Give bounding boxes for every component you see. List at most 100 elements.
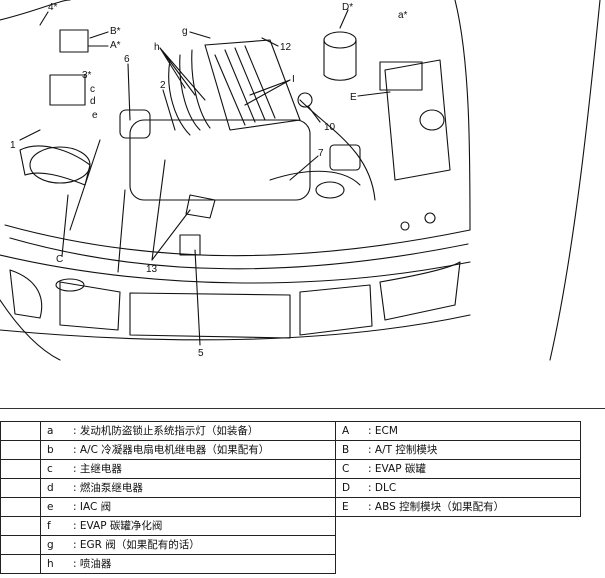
grille-mid-right <box>299 284 373 336</box>
right-body-edge <box>549 0 601 361</box>
legend-text: DLC <box>374 482 397 494</box>
stub-cell <box>0 478 41 498</box>
empty-cell <box>335 535 581 555</box>
stub-cell <box>0 516 41 536</box>
hose-left <box>69 139 101 231</box>
legend-key: b <box>47 444 54 456</box>
coolant-reservoir <box>384 59 451 181</box>
label-13: 13 <box>146 264 158 275</box>
leader-13 <box>151 159 191 261</box>
hose-lower <box>269 170 361 186</box>
cylinder-head <box>204 39 301 131</box>
oil-filler <box>315 181 345 199</box>
empty-cell <box>335 516 581 536</box>
leader-D <box>339 9 349 29</box>
grille-mid-left <box>59 281 121 331</box>
label-10: 10 <box>324 122 336 133</box>
stub-cell <box>0 440 41 460</box>
ecm-box <box>59 29 89 53</box>
stub-cell <box>0 554 41 574</box>
label-I: I <box>292 74 295 85</box>
empty-cell <box>335 554 581 574</box>
sensor-lower-left <box>55 278 85 292</box>
label-B: B* <box>110 26 121 37</box>
table-row: e: IAC 阀 E: ABS 控制模块（如果配有） <box>0 497 581 517</box>
leader-7 <box>289 155 319 181</box>
table-row: b: A/C 冷凝器电扇电机继电器（如果配有） B: A/T 控制模块 <box>0 440 581 460</box>
component-7 <box>329 144 361 171</box>
engine-bay-diagram: 4* B* A* g D* a* h 12 3* 6 c d e 2 I E 1… <box>0 0 601 361</box>
evap-canister <box>323 39 357 81</box>
air-cleaner <box>29 146 91 184</box>
label-D: D* <box>342 2 353 13</box>
hose-right <box>299 99 376 201</box>
leader-g <box>189 31 211 39</box>
label-A: A* <box>110 40 121 51</box>
grille-center <box>129 292 291 339</box>
left-body-edge <box>0 299 61 361</box>
label-E: E <box>350 92 357 103</box>
table-row: d: 燃油泵继电器 D: DLC <box>0 478 581 498</box>
legend-item: e: IAC 阀 <box>40 497 336 517</box>
legend-item: b: A/C 冷凝器电扇电机继电器（如果配有） <box>40 440 336 460</box>
legend-text: ABS 控制模块（如果配有） <box>374 501 505 513</box>
legend-text: ECM <box>374 425 398 437</box>
legend-item: d: 燃油泵继电器 <box>40 478 336 498</box>
label-c: c <box>90 84 95 95</box>
evap-canister-top <box>323 31 357 49</box>
leader-I <box>244 79 291 106</box>
legend-item: C: EVAP 碳罐 <box>335 459 581 479</box>
intake-runners <box>168 49 211 136</box>
right-fender-line <box>454 0 471 231</box>
front-crossmember-inner <box>9 237 469 270</box>
label-1: 1 <box>10 140 16 151</box>
legend-key: D <box>342 482 351 494</box>
leader-12 <box>261 37 279 47</box>
label-12: 12 <box>280 42 292 53</box>
legend-item: c: 主继电器 <box>40 459 336 479</box>
grille-left <box>9 269 43 319</box>
legend-item: f: EVAP 碳罐净化阀 <box>40 516 336 536</box>
engine-block <box>129 119 311 201</box>
sensor-5 <box>179 234 201 256</box>
legend-key: A <box>342 425 350 437</box>
stub-cell <box>0 421 41 441</box>
legend-item: g: EGR 阀（如果配有的话） <box>40 535 336 555</box>
stub-cell <box>0 459 41 479</box>
leader-B <box>89 31 109 39</box>
legend-key: f <box>47 520 51 532</box>
legend-item: B: A/T 控制模块 <box>335 440 581 460</box>
label-C: C <box>56 254 63 265</box>
bolt-right-2 <box>400 221 410 231</box>
table-row: a: 发动机防盗锁止系统指示灯（如装备） A: ECM <box>0 421 581 441</box>
stub-cell <box>0 535 41 555</box>
legend-item: E: ABS 控制模块（如果配有） <box>335 497 581 517</box>
legend-text: 发动机防盗锁止系统指示灯（如装备） <box>79 425 259 437</box>
legend-item: a: 发动机防盗锁止系统指示灯（如装备） <box>40 421 336 441</box>
label-2: 2 <box>160 80 166 91</box>
engine-bay-drawing: 4* B* A* g D* a* h 12 3* 6 c d e 2 I E 1… <box>0 0 601 361</box>
legend-key: e <box>47 501 54 513</box>
label-h: h <box>154 42 160 53</box>
leader-2 <box>162 89 176 131</box>
legend-text: A/C 冷凝器电扇电机继电器（如果配有） <box>79 444 270 456</box>
leader-h <box>159 47 206 101</box>
legend-key: E <box>342 501 349 513</box>
leader-4 <box>39 11 49 26</box>
left-fender-line <box>0 0 71 21</box>
legend-text: A/T 控制模块 <box>374 444 438 456</box>
bolt-right <box>424 212 436 224</box>
label-7: 7 <box>318 148 324 159</box>
stub-cell <box>0 497 41 517</box>
air-intake-duct <box>19 145 91 186</box>
ring-10 <box>297 92 313 108</box>
label-g: g <box>182 26 188 37</box>
legend-key: d <box>47 482 54 494</box>
legend-key: c <box>47 463 53 475</box>
bumper-bottom <box>0 314 471 341</box>
table-row: c: 主继电器 C: EVAP 碳罐 <box>0 459 581 479</box>
relay-box <box>49 74 86 106</box>
table-row: g: EGR 阀（如果配有的话） <box>0 535 581 555</box>
label-5: 5 <box>198 348 204 359</box>
table-row: f: EVAP 碳罐净化阀 <box>0 516 581 536</box>
